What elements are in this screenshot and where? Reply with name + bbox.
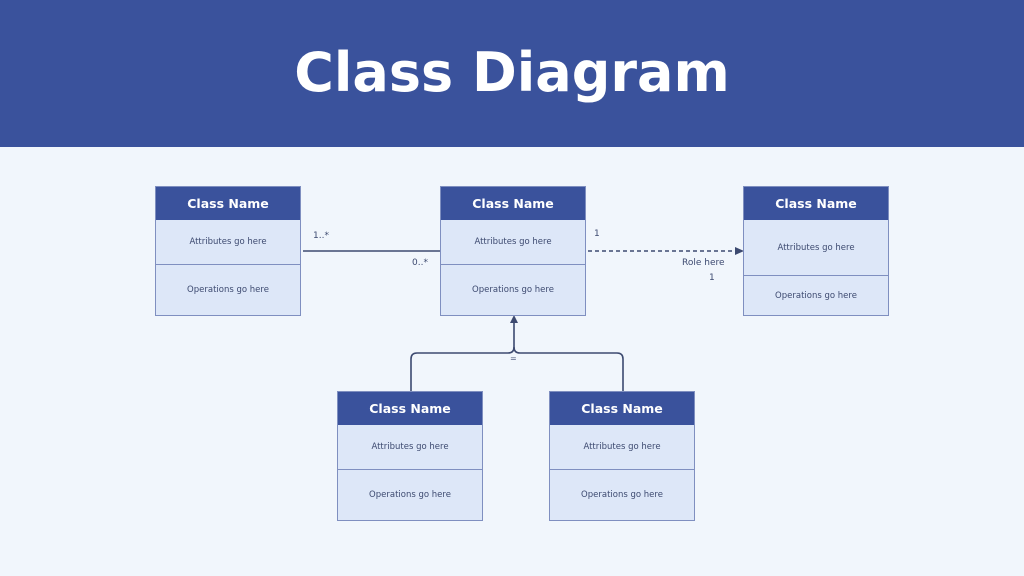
class-operations: Operations go here <box>156 265 300 315</box>
class-box-center[interactable]: Class Name Attributes go here Operations… <box>440 186 586 316</box>
inheritance-marker: = <box>510 354 517 363</box>
class-operations: Operations go here <box>441 265 585 315</box>
class-operations: Operations go here <box>338 470 482 520</box>
class-operations: Operations go here <box>744 276 888 315</box>
class-box-left[interactable]: Class Name Attributes go here Operations… <box>155 186 301 316</box>
class-attributes: Attributes go here <box>550 425 694 470</box>
class-attributes: Attributes go here <box>156 220 300 265</box>
class-box-right[interactable]: Class Name Attributes go here Operations… <box>743 186 889 316</box>
inheritance-arrowhead <box>510 315 518 323</box>
class-name: Class Name <box>744 187 888 220</box>
dependency-target-multiplicity: 1 <box>709 273 715 283</box>
inheritance-path-right <box>513 346 624 392</box>
class-operations: Operations go here <box>550 470 694 520</box>
dependency-role-label: Role here <box>682 258 725 268</box>
class-attributes: Attributes go here <box>744 220 888 276</box>
association-left-multiplicity: 1..* <box>313 231 329 241</box>
class-name: Class Name <box>441 187 585 220</box>
class-name: Class Name <box>338 392 482 425</box>
dependency-source-multiplicity: 1 <box>594 229 600 239</box>
inheritance-path-left <box>410 322 515 392</box>
class-name: Class Name <box>550 392 694 425</box>
association-right-multiplicity: 0..* <box>412 258 428 268</box>
class-box-bottom-left[interactable]: Class Name Attributes go here Operations… <box>337 391 483 521</box>
class-attributes: Attributes go here <box>441 220 585 265</box>
class-box-bottom-right[interactable]: Class Name Attributes go here Operations… <box>549 391 695 521</box>
class-attributes: Attributes go here <box>338 425 482 470</box>
title-banner: Class Diagram <box>0 0 1024 147</box>
page-title: Class Diagram <box>294 41 730 104</box>
class-name: Class Name <box>156 187 300 220</box>
